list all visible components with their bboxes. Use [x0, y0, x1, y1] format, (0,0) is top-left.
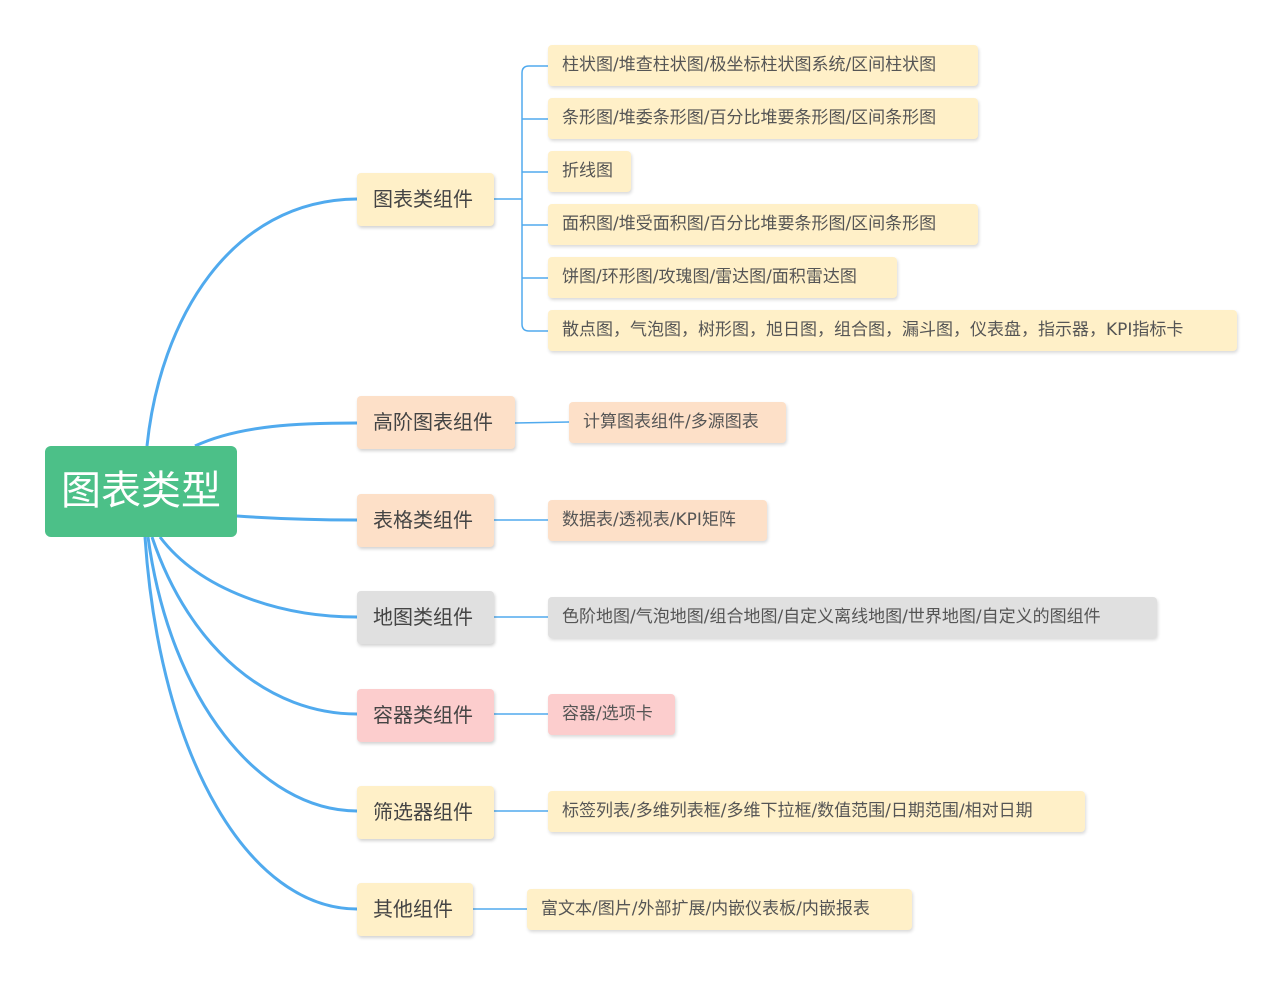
link-root-advanced	[194, 421, 358, 448]
link-root-map	[158, 536, 358, 619]
leaf-container-types: 容器/选项卡	[548, 694, 675, 735]
branch-chart-components: 图表类组件	[357, 173, 494, 226]
branch-filter-components: 筛选器组件	[357, 786, 494, 839]
link-root-other	[143, 536, 358, 911]
branch-table-components: 表格类组件	[357, 494, 494, 547]
leaf-bar-charts: 柱状图/堆查柱状图/极坐标柱状图系统/区间柱状图	[548, 45, 978, 86]
leaf-table-types: 数据表/透视表/KPI矩阵	[548, 500, 767, 541]
leaf-area-charts: 面积图/堆受面积图/百分比堆要条形图/区间条形图	[548, 204, 978, 245]
link-root-filter	[146, 536, 358, 813]
branch-other-components: 其他组件	[357, 883, 473, 936]
leaf-pie-charts: 饼图/环形图/攻瑰图/雷达图/面积雷达图	[548, 257, 897, 298]
leaf-horizontal-bar-charts: 条形图/堆委条形图/百分比堆要条形图/区间条形图	[548, 98, 978, 139]
link-root-table	[236, 514, 358, 522]
link-advanced-leaf	[514, 421, 570, 424]
leaf-filter-types: 标签列表/多维列表框/多维下拉框/数值范围/日期范围/相对日期	[548, 791, 1085, 832]
leaf-line-chart: 折线图	[548, 151, 631, 192]
link-root-container	[150, 536, 358, 716]
leaf-map-types: 色阶地图/气泡地图/组合地图/自定义离线地图/世界地图/自定义的图组件	[548, 597, 1157, 638]
branch-map-components: 地图类组件	[357, 591, 494, 644]
leaf-advanced-charts: 计算图表组件/多源图表	[569, 402, 786, 443]
leaf-other-charts: 散点图，气泡图，树形图，旭日图，组合图，漏斗图，仪表盘，指示器，KPI指标卡	[548, 310, 1237, 351]
root-node: 图表类型	[45, 446, 237, 537]
branch-advanced-charts: 高阶图表组件	[357, 396, 515, 449]
link-chart-bracket	[521, 65, 548, 332]
branch-container-components: 容器类组件	[357, 689, 494, 742]
leaf-other-types: 富文本/图片/外部扩展/内嵌仪表板/内嵌报表	[527, 889, 912, 930]
link-root-chart	[145, 197, 358, 447]
